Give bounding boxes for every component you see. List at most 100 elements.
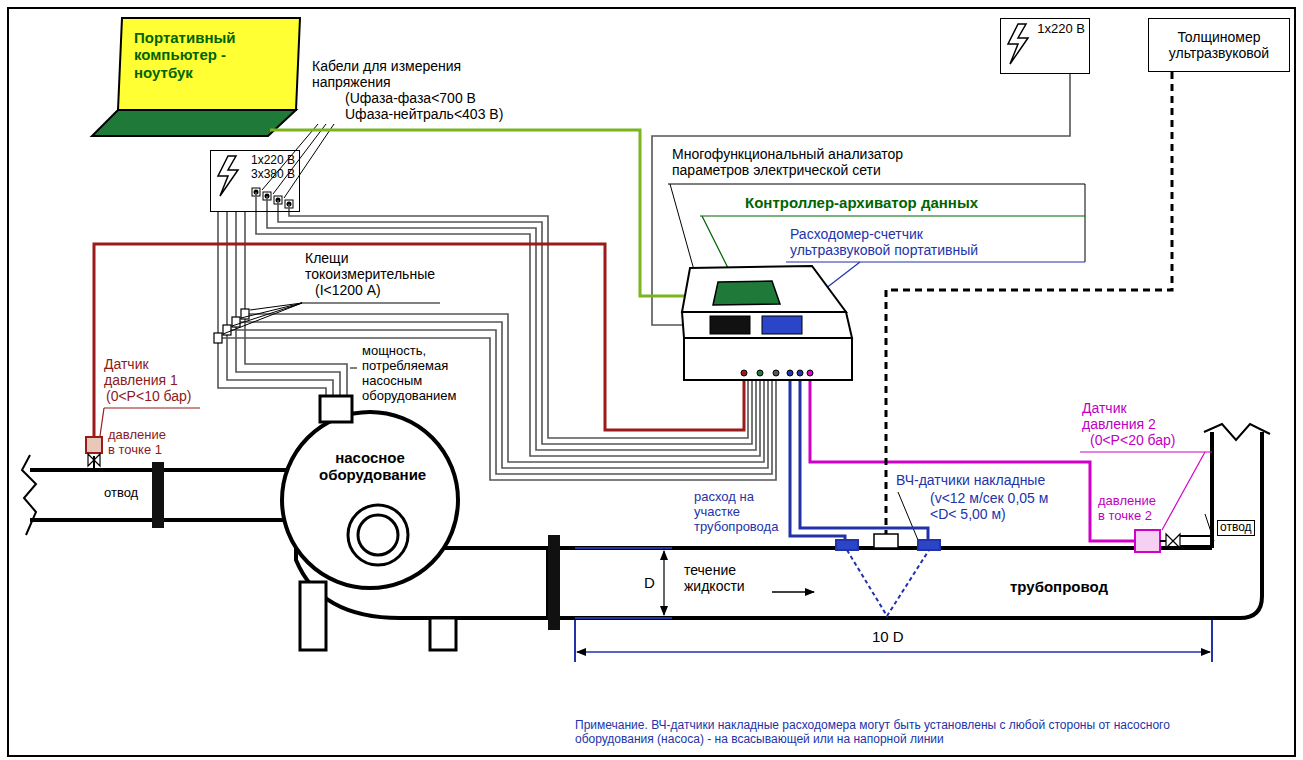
analyzer-case-part (773, 370, 779, 376)
leader-lines (223, 124, 1214, 541)
dimension-label: D (644, 574, 655, 591)
flow-sensors-part (874, 534, 898, 548)
dimensions (575, 548, 1212, 662)
sensor-spec: (0<P<20 бар) (1090, 432, 1200, 448)
pump-part (300, 582, 326, 650)
analyzer-case-part (682, 266, 846, 312)
clamp-spec: (I<1200 А) (315, 282, 415, 298)
pump-part (348, 505, 408, 565)
pipeline-part (560, 432, 1262, 618)
gauge-cable (886, 72, 1172, 534)
analyzer-case (682, 266, 852, 380)
pump (282, 396, 458, 650)
grey-cables (218, 74, 1070, 480)
sensor-spec: (v<12 м/сек 0,05 м <D< 5,00 м) (930, 490, 1065, 522)
analyzer-case-part (684, 338, 852, 380)
power-sources-part (218, 156, 238, 196)
note-text: Примечание. ВЧ-датчики накладные расходо… (575, 719, 1225, 747)
laptop-cable (270, 130, 716, 296)
grey-cables-part (227, 212, 333, 396)
leader-lines-part (1085, 184, 1086, 262)
flow-sensors (836, 534, 940, 616)
pipeline-part (93, 456, 95, 470)
device-label: Контроллер-архиватор данных (745, 194, 1045, 211)
pressure1-cable (94, 244, 744, 437)
leader-lines-part (300, 303, 440, 304)
analyzer-case-part (682, 312, 852, 338)
analyzer-case-part (762, 316, 802, 334)
node-text: Толщиномер ультразвуковой (1153, 29, 1285, 61)
flow-label: расход на участке трубопровода (694, 490, 786, 535)
pipeline-part (1210, 432, 1214, 548)
pipeline-part (1180, 535, 1212, 537)
dimensions-part (577, 651, 1210, 653)
leader-line (786, 261, 1085, 262)
sensor-label: Датчик давления 2 (1082, 400, 1182, 432)
flow-sensors-part (847, 550, 929, 616)
leader-lines-part (223, 303, 302, 334)
device-label: Многофункциональный анализатор параметро… (672, 146, 942, 178)
analyzer-case-part (713, 281, 780, 305)
frame (8, 8, 1295, 756)
laptop (92, 18, 300, 136)
pump-part (358, 515, 398, 555)
cable-label: Кабели для измерения напряжения (312, 58, 487, 90)
flow-cable (800, 380, 928, 540)
pressure-sensors-part (1135, 530, 1160, 552)
laptop-part (92, 110, 296, 136)
pressure-sensors-part (1162, 452, 1205, 530)
dimensions-part (575, 617, 672, 619)
dimensions-part (663, 551, 664, 615)
analyzer-case-part (807, 370, 813, 376)
grey-cables-part (218, 212, 326, 396)
sensor-label: ВЧ-датчики накладные (896, 472, 1066, 488)
pipeline-part (1204, 424, 1270, 440)
branch-label: отвод (1217, 520, 1255, 536)
node-text: Портативный компьютер - ноутбук (134, 29, 242, 81)
dimensions-part (575, 547, 672, 549)
analyzer-case-part (787, 370, 793, 376)
grey-cables-part (652, 74, 1070, 325)
sensor-spec: (0<P<10 бар) (106, 388, 216, 404)
voltage-terminals (252, 188, 293, 208)
analyzer-case-part (741, 370, 747, 376)
leader-lines-part (250, 303, 302, 310)
sensor-label: Датчик давления 1 (104, 356, 199, 388)
power-sources-part (1008, 24, 1028, 64)
current-clamps-part (214, 333, 222, 343)
pipeline (22, 424, 1270, 618)
pressure-sensors-part (100, 408, 104, 436)
power-socket-box: 1x220 В (1000, 18, 1090, 74)
pressure-sensors (86, 408, 1212, 552)
node-text: насосное оборудование (319, 449, 421, 484)
leader-lines-part (898, 492, 918, 540)
pressure-sensors-part (86, 437, 102, 453)
dimensions-part (1211, 620, 1213, 662)
leader-line (700, 215, 1085, 216)
clamp-label: Клещи токоизмерительные (305, 250, 455, 282)
pump-part (282, 412, 458, 588)
pipeline-part (22, 455, 36, 535)
grey-cables-part (245, 212, 347, 396)
point-label: давление в точке 1 (108, 428, 176, 458)
device-label: Расходомер-счетчик ультразвуковой портат… (790, 226, 1005, 258)
pressure-sensors-part (1080, 451, 1212, 452)
pipe-label: трубопровод (1010, 578, 1108, 595)
flanges-part (548, 535, 560, 630)
gauge-box: Толщиномер ультразвуковой (1148, 18, 1290, 72)
grey-cables-part (278, 200, 752, 444)
analyzer-case-part (757, 370, 763, 376)
leader-lines-part (670, 184, 694, 270)
grey-cables-part (236, 212, 340, 396)
flow-sensors-part (918, 540, 940, 550)
power-sources (218, 24, 1028, 196)
pump-part (320, 396, 352, 422)
cable-spec: (Uфаза-фаза<700 В Uфаза-нейтраль<403 В) (345, 90, 525, 122)
flow-sensors-part (836, 540, 858, 550)
pressure-sensors-part (1166, 534, 1180, 548)
branch-label: отвод (104, 486, 138, 501)
pump-part (430, 618, 456, 650)
pressure-sensors-part (88, 454, 100, 466)
pressure-sensors-part (1160, 540, 1166, 542)
